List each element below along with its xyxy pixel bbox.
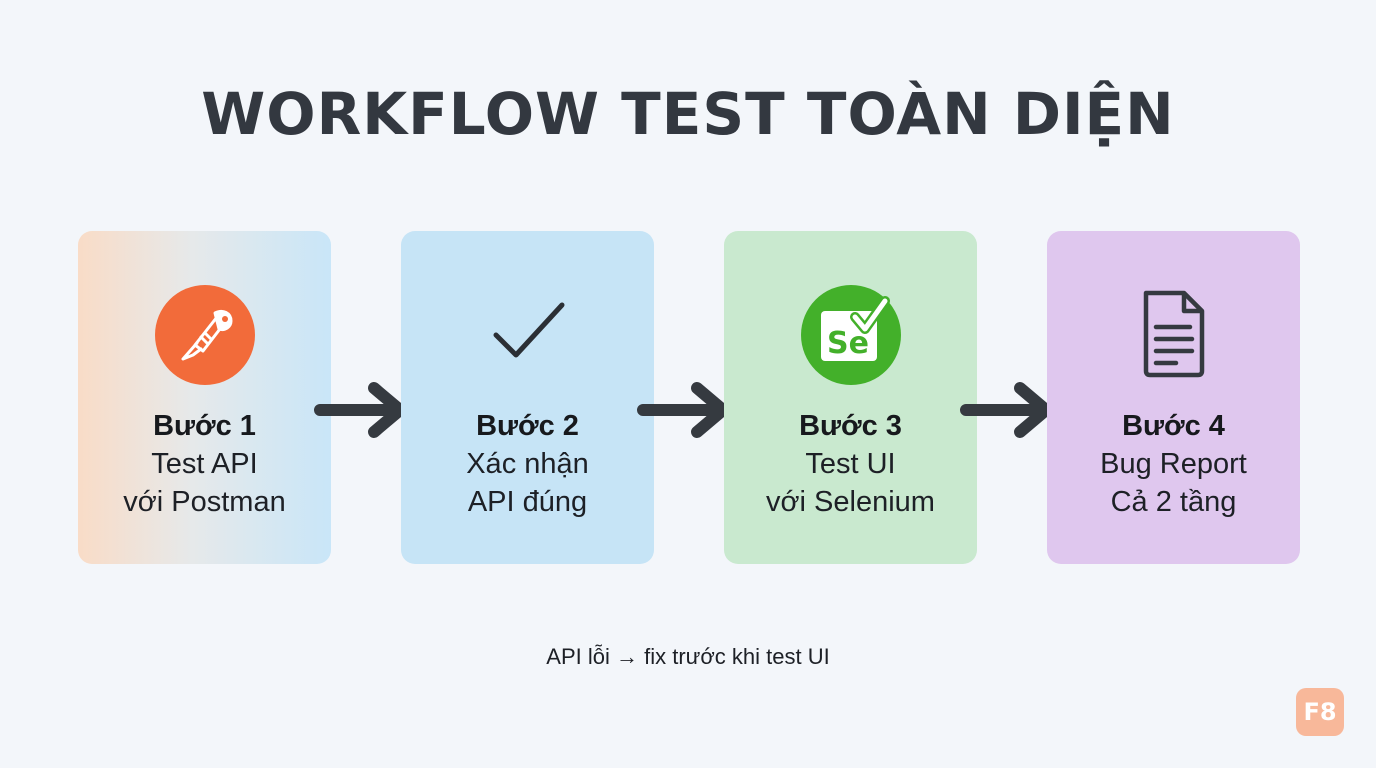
f8-logo: F8 [1296, 688, 1344, 736]
checkmark-icon [401, 283, 654, 387]
selenium-icon: Se [724, 283, 977, 387]
step-description-line: Test API [151, 448, 258, 480]
step-description-line: API đúng [467, 486, 588, 518]
step-label: Bước 1 [153, 410, 256, 442]
step-label: Bước 2 [476, 410, 579, 442]
arrow-right-icon [960, 382, 1052, 438]
step-description-line: với Selenium [766, 486, 935, 518]
step-description-line: Cả 2 tầng [1110, 486, 1237, 518]
arrow-right-icon [637, 382, 729, 438]
step-description-line: Test UI [805, 448, 896, 480]
arrow-right-icon [314, 382, 406, 438]
step-label: Bước 4 [1122, 410, 1225, 442]
step-card-2: Bước 2 Xác nhận API đúng [401, 231, 654, 564]
document-icon [1047, 283, 1300, 387]
postman-icon [78, 283, 331, 387]
step-label: Bước 3 [799, 410, 902, 442]
step-card-4: Bước 4 Bug Report Cả 2 tầng [1047, 231, 1300, 564]
caption: API lỗi → fix trước khi test UI [546, 644, 830, 669]
step-description-line: Xác nhận [466, 448, 589, 480]
step-card-3: Se Bước 3 Test UI với Selenium [724, 231, 977, 564]
step-description-line: Bug Report [1100, 448, 1247, 480]
step-description-line: với Postman [123, 486, 286, 518]
step-card-1: Bước 1 Test API với Postman [78, 231, 331, 564]
page-title: WORKFLOW TEST TOÀN DIỆN [201, 80, 1175, 148]
